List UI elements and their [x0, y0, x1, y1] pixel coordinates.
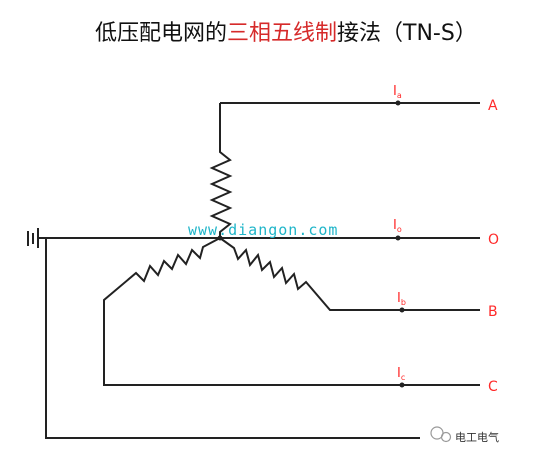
- diagram-title: 低压配电网的三相五线制接法（TN-S）: [95, 21, 477, 46]
- title-highlight: 三相五线制: [227, 21, 337, 46]
- current-point-o: [395, 235, 401, 241]
- current-point-a: [395, 100, 401, 106]
- current-label-a: Ia: [393, 84, 402, 100]
- title-suffix: 接法（TN-S）: [337, 21, 477, 46]
- footer-logo: 电工电气: [430, 426, 499, 444]
- footer-logo-text: 电工电气: [455, 430, 499, 444]
- line-name-b: B: [488, 304, 498, 320]
- current-label-o: Io: [393, 218, 402, 234]
- phase-c-wire: [103, 237, 480, 386]
- line-name-o: O: [488, 232, 499, 248]
- phase-b-wire: [219, 237, 480, 311]
- line-name-c: C: [488, 379, 498, 395]
- current-label-c: Ic: [397, 366, 405, 382]
- ground-icon: [27, 228, 39, 248]
- title-prefix: 低压配电网的: [95, 21, 227, 46]
- watermark-text: www.diangon.com: [188, 221, 338, 239]
- current-point-c: [399, 382, 405, 388]
- current-point-b: [399, 307, 405, 313]
- star-point: [217, 235, 223, 241]
- line-name-a: A: [488, 98, 498, 114]
- pe-wire: [45, 238, 420, 439]
- phase-a-wire: [209, 102, 480, 238]
- current-label-b: Ib: [397, 291, 406, 307]
